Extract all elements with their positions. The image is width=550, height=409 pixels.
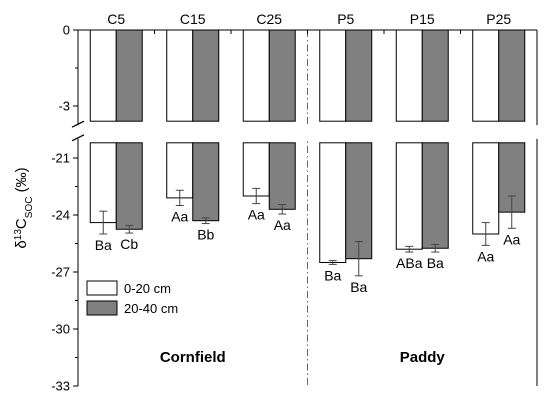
category-label: P5	[337, 11, 354, 27]
bar-lower	[192, 142, 220, 222]
significance-letter: Bb	[197, 227, 214, 243]
bar-lower	[472, 142, 500, 235]
bar-upper	[166, 29, 194, 122]
y-axis-label-part: δ	[13, 240, 30, 248]
category-label: C25	[256, 11, 282, 27]
bar-upper	[89, 29, 117, 122]
y-axis-label-part: C	[13, 218, 30, 229]
bar-upper	[498, 29, 526, 122]
bar-upper	[472, 29, 500, 122]
bar-upper	[395, 29, 423, 122]
plot-frame	[77, 29, 538, 386]
y-tick-label: -27	[51, 265, 70, 280]
axis-break-gap	[75, 125, 540, 139]
legend-swatch	[86, 280, 118, 296]
bar-lower	[115, 142, 143, 230]
legend-swatch	[86, 300, 118, 316]
bar-upper	[242, 29, 270, 122]
significance-letter: Aa	[477, 248, 494, 264]
group-label: Paddy	[400, 349, 446, 366]
bar-lower	[421, 142, 449, 249]
break-mark	[71, 120, 85, 128]
bar-lower	[319, 142, 347, 263]
legend-label: 20-40 cm	[124, 301, 178, 316]
y-axis-label: δ13CSOC (‰)	[13, 167, 35, 248]
bar-lower	[268, 142, 296, 210]
significance-letter: Cb	[120, 236, 138, 252]
significance-letter: Aa	[171, 209, 188, 225]
bar-upper	[115, 29, 143, 122]
bar-upper	[421, 29, 449, 122]
y-tick-label: -24	[51, 208, 70, 223]
y-axis: 0 -3 -21 -24 -27 -30 -33 δ13CSOC (‰)	[13, 23, 540, 394]
legend-label: 0-20 cm	[124, 281, 171, 296]
significance-letter: Ba	[324, 267, 341, 283]
significance-letter: Ba	[95, 237, 112, 253]
bar-upper	[345, 29, 373, 122]
significance-letter: Aa	[274, 217, 291, 233]
break-mark	[71, 134, 85, 142]
bar-lower	[166, 142, 194, 199]
y-tick-label: -3	[58, 99, 70, 114]
y-axis-label-part: (‰)	[13, 167, 30, 196]
y-tick-label: 0	[63, 23, 70, 38]
category-label: C15	[180, 11, 206, 27]
category-label: C5	[107, 11, 125, 27]
bar-lower	[242, 142, 270, 197]
bar-upper	[192, 29, 220, 122]
significance-letter: Ba	[350, 279, 367, 295]
y-tick-label: -30	[51, 322, 70, 337]
category-label: P15	[410, 11, 435, 27]
y-tick-label: -21	[51, 151, 70, 166]
significance-letter: ABa	[396, 255, 423, 271]
significance-letter: Ba	[427, 255, 444, 271]
significance-letter: Aa	[503, 231, 520, 247]
y-axis-label-part: 13	[13, 229, 24, 241]
bar-lower	[89, 142, 117, 224]
group-label: Cornfield	[160, 349, 226, 366]
bar-lower	[395, 142, 423, 250]
y-axis-label-part: SOC	[24, 197, 35, 219]
bars	[89, 29, 526, 277]
significance-letter: Aa	[248, 207, 265, 223]
bar-upper	[319, 29, 347, 122]
bar-upper	[268, 29, 296, 122]
y-tick-label: -33	[51, 379, 70, 394]
legend: 0-20 cm 20-40 cm	[86, 280, 178, 316]
category-label: P25	[486, 11, 511, 27]
